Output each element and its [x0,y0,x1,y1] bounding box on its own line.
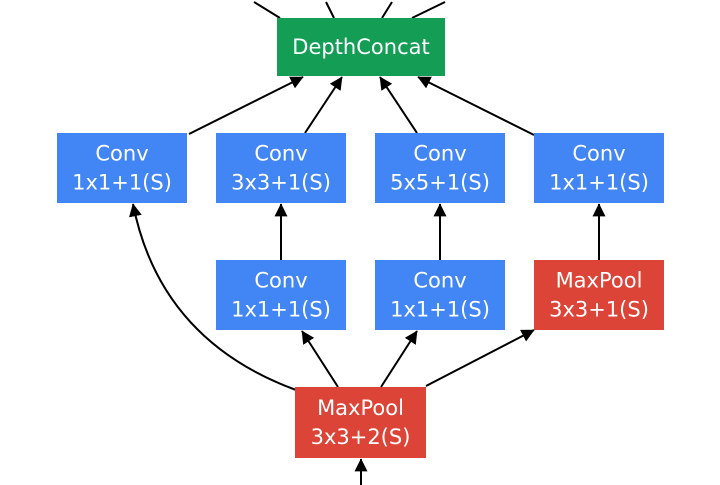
node-box-conv-1x1-a [57,133,187,203]
node-conv-1x1-d: Conv 1x1+1(S) [375,260,505,330]
node-label-conv-1x1-d-line-1: 1x1+1(S) [390,298,490,322]
node-conv-5x5: Conv 5x5+1(S) [375,133,505,203]
node-label-conv-3x3-line-0: Conv [254,142,307,166]
edge-maxpool-3x3-s2-to-conv-1x1-c [301,330,339,388]
node-label-maxpool-3x3-s2-line-1: 3x3+2(S) [311,425,411,449]
node-conv-3x3: Conv 3x3+1(S) [216,133,346,203]
node-label-conv-1x1-b-line-1: 1x1+1(S) [549,171,649,195]
edge-conv-3x3-to-depthconcat [304,76,343,134]
node-conv-1x1-c: Conv 1x1+1(S) [216,260,346,330]
node-box-conv-3x3 [216,133,346,203]
node-label-maxpool-3x3-s1-line-0: MaxPool [556,269,643,293]
node-box-maxpool-3x3-s2 [295,387,426,458]
node-box-conv-1x1-c [216,260,346,330]
edge-conv-5x5-to-depthconcat [379,76,418,134]
node-label-conv-1x1-c-line-0: Conv [254,269,307,293]
node-box-depthconcat [277,18,445,76]
node-label-conv-1x1-c-line-1: 1x1+1(S) [231,298,331,322]
node-conv-1x1-a: Conv 1x1+1(S) [57,133,187,203]
edges [129,1,606,485]
node-label-conv-3x3-line-1: 3x3+1(S) [231,171,331,195]
node-label-conv-5x5-line-1: 5x5+1(S) [390,171,490,195]
node-maxpool-3x3-s1: MaxPool 3x3+1(S) [534,260,664,330]
node-label-conv-1x1-a-line-0: Conv [95,142,148,166]
edge-conv-1x1-a-to-depthconcat [188,76,304,135]
node-conv-1x1-b: Conv 1x1+1(S) [534,133,664,203]
edge-maxpool-3x3-s2-to-conv-1x1-d [380,330,418,388]
node-label-conv-1x1-b-line-0: Conv [572,142,625,166]
node-label-conv-1x1-d-line-0: Conv [413,269,466,293]
node-label-conv-5x5-line-0: Conv [413,142,466,166]
node-label-maxpool-3x3-s2-line-0: MaxPool [317,396,404,420]
edge-depthconcat-to-output [253,1,446,19]
node-box-conv-5x5 [375,133,505,203]
node-box-conv-1x1-d [375,260,505,330]
node-box-maxpool-3x3-s1 [534,260,664,330]
edge-conv-1x1-b-to-depthconcat [417,76,535,136]
edge-maxpool-3x3-s2-to-conv-1x1-a [129,203,297,391]
edge-maxpool-3x3-s2-to-maxpool-3x3-s1 [425,329,535,387]
node-box-conv-1x1-b [534,133,664,203]
node-label-depthconcat-line-0: DepthConcat [292,35,429,59]
node-label-maxpool-3x3-s1-line-1: 3x3+1(S) [549,298,649,322]
node-label-conv-1x1-a-line-1: 1x1+1(S) [72,171,172,195]
node-maxpool-3x3-s2: MaxPool 3x3+2(S) [295,387,426,458]
node-depthconcat: DepthConcat [277,18,445,76]
